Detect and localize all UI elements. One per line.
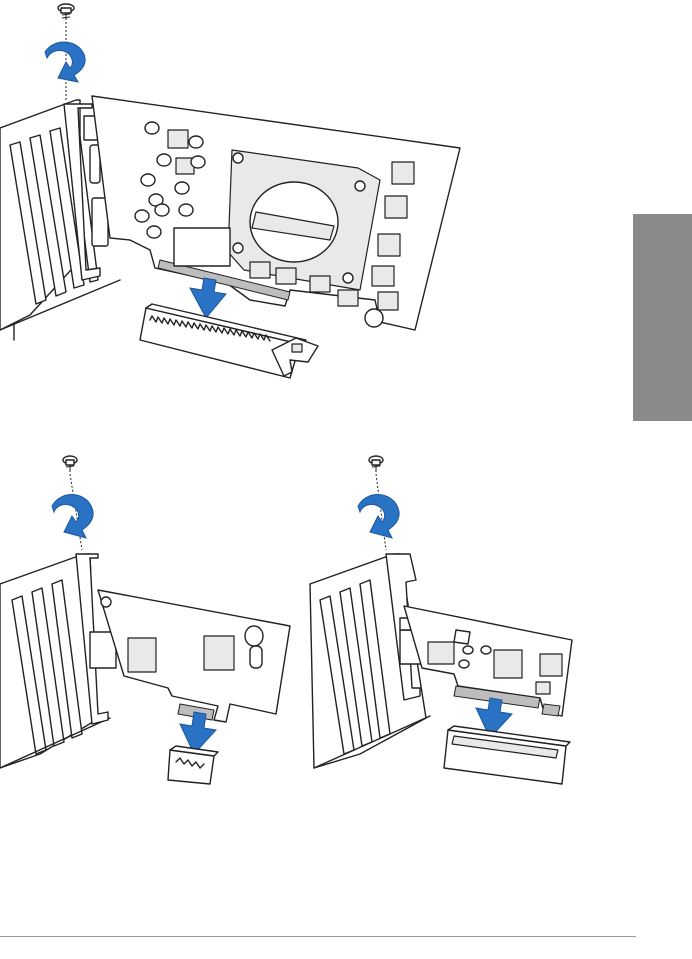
graphics-card-pcb <box>92 96 460 330</box>
pcie-x4-card-install-illustration <box>300 450 600 790</box>
insert-arrow-icon <box>190 278 226 318</box>
screw-icon <box>58 4 74 20</box>
pcie-x1-card-pcb <box>98 590 290 722</box>
pcie-x1-card-install-illustration <box>0 450 300 790</box>
rotate-arrow-icon <box>45 42 85 82</box>
graphics-card-install-illustration <box>0 0 480 390</box>
pcie-x4-slot <box>444 726 570 784</box>
language-side-tab <box>633 214 692 421</box>
pcie-x4-card-pcb <box>404 606 572 716</box>
pcie-x1-slot <box>168 746 218 784</box>
footer-rule <box>0 936 636 937</box>
screw-icon <box>63 456 77 472</box>
screw-icon <box>369 456 383 472</box>
rotate-arrow-icon <box>52 495 93 538</box>
pcie-x16-slot <box>140 304 318 378</box>
rotate-arrow-icon <box>358 495 399 538</box>
